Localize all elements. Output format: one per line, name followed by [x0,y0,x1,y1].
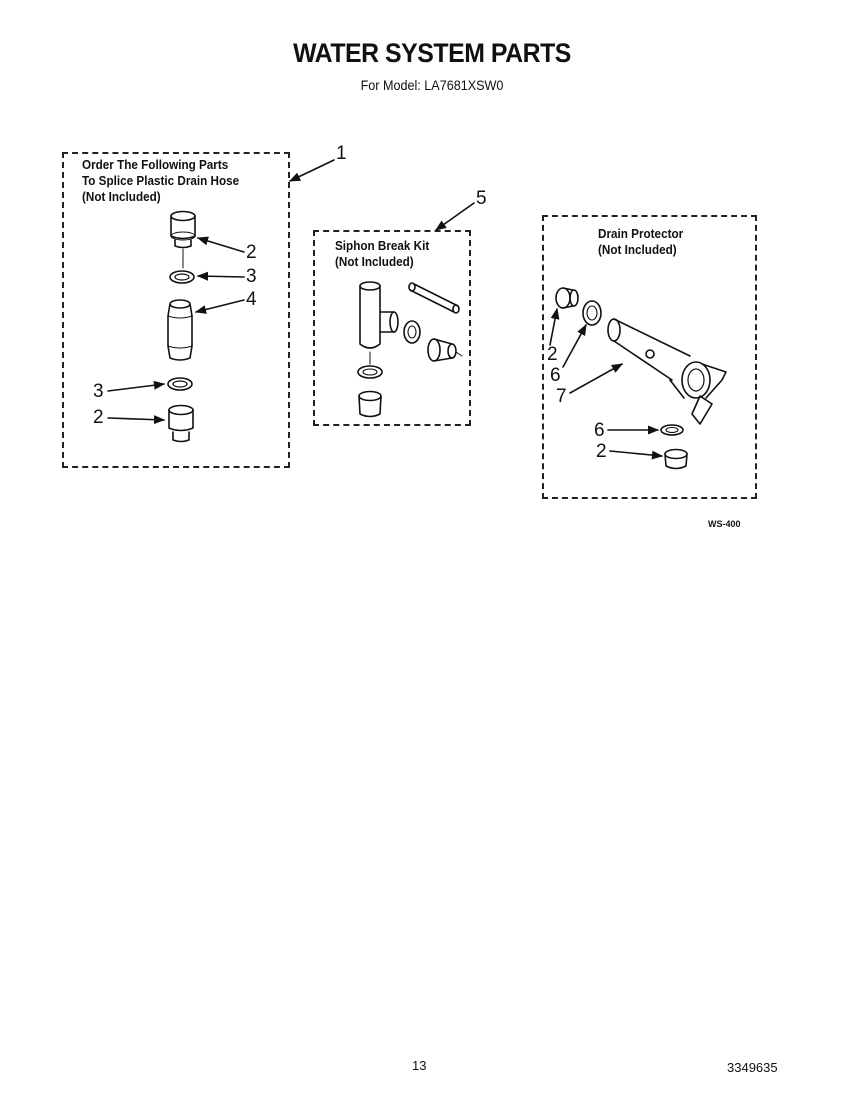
callout-splice-top-2: 2 [246,242,257,263]
splice-parts-panel [62,152,290,468]
drain-top-clamp-part [582,300,602,326]
page-number: 13 [412,1058,427,1073]
splice-hose-coupling-part [167,299,193,361]
splice-bottom-clamp-part [167,377,193,391]
callout-drain-6a: 6 [550,365,561,386]
siphon-cap-part [408,282,460,314]
callout-drain-2b: 2 [596,441,607,462]
siphon-connector-part [427,338,463,362]
callout-drain-2a: 2 [547,344,558,365]
siphon-break-kit-panel [313,230,471,426]
model-subtitle: For Model: LA7681XSW0 [360,77,504,93]
callout-5: 5 [476,188,487,209]
drain-panel-label-line1: Drain Protector [598,226,684,241]
splice-top-clamp-part [169,270,195,284]
page-title: WATER SYSTEM PARTS [293,38,571,68]
splice-panel-label-line1: Order The Following Parts [82,157,229,172]
callout-1: 1 [336,143,347,164]
callout-splice-top-3: 3 [246,266,257,287]
siphon-panel-label-line1: Siphon Break Kit [335,238,430,253]
siphon-bottom-connector-part [358,390,382,418]
siphon-bottom-clamp-part [357,365,383,379]
drain-protector-valve-part [607,318,727,425]
siphon-tee-fitting-part [359,281,399,349]
drain-bottom-clamp-part [660,424,684,436]
callout-drain-7: 7 [556,386,567,407]
callout-drain-6b: 6 [594,420,605,441]
callout-splice-4: 4 [246,289,257,310]
splice-bottom-connector-part [168,404,194,443]
drain-top-connector-part [555,287,579,309]
figure-code: WS-400 [708,519,741,529]
splice-top-connector-part [170,210,196,249]
splice-panel-label-line3: (Not Included) [82,189,161,204]
callout-splice-bottom-2: 2 [93,407,104,428]
siphon-panel-label-line2: (Not Included) [335,254,414,269]
drain-protector-panel [542,215,757,499]
siphon-clamp-part [403,320,421,344]
splice-panel-label-line2: To Splice Plastic Drain Hose [82,173,240,188]
callout-splice-bottom-3: 3 [93,381,104,402]
drain-panel-label-line2: (Not Included) [598,242,677,257]
drain-bottom-connector-part [664,448,688,470]
document-number: 3349635 [727,1060,778,1075]
